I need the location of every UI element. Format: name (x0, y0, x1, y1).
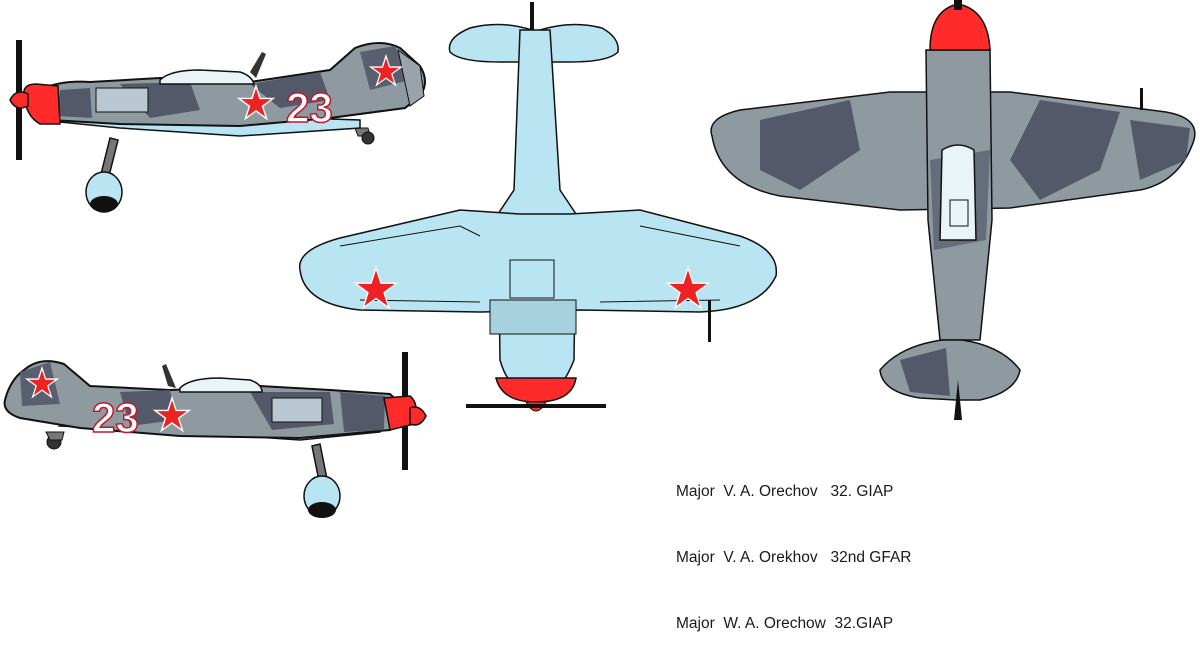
caption-line-1: Major V. A. Orechov 32. GIAP (676, 483, 894, 500)
aircraft-profile-artwork: 23 23 (3, 0, 1196, 518)
caption-line-2: Major V. A. Orekhov 32nd GFAR (676, 549, 912, 566)
tactical-number-bottom-profile: 23 (92, 394, 139, 441)
pilot-unit-caption: Major V. A. Orechov 32. GIAP Major V. A.… (676, 437, 911, 657)
top-plan-view (710, 0, 1196, 420)
underside-plan-view (299, 2, 778, 412)
caption-line-3: Major W. A. Orechow 32.GIAP (676, 615, 894, 632)
right-side-profile-bottom: 23 (3, 352, 427, 518)
tactical-number-top-profile: 23 (286, 84, 333, 131)
left-side-profile-top: 23 (9, 40, 426, 213)
